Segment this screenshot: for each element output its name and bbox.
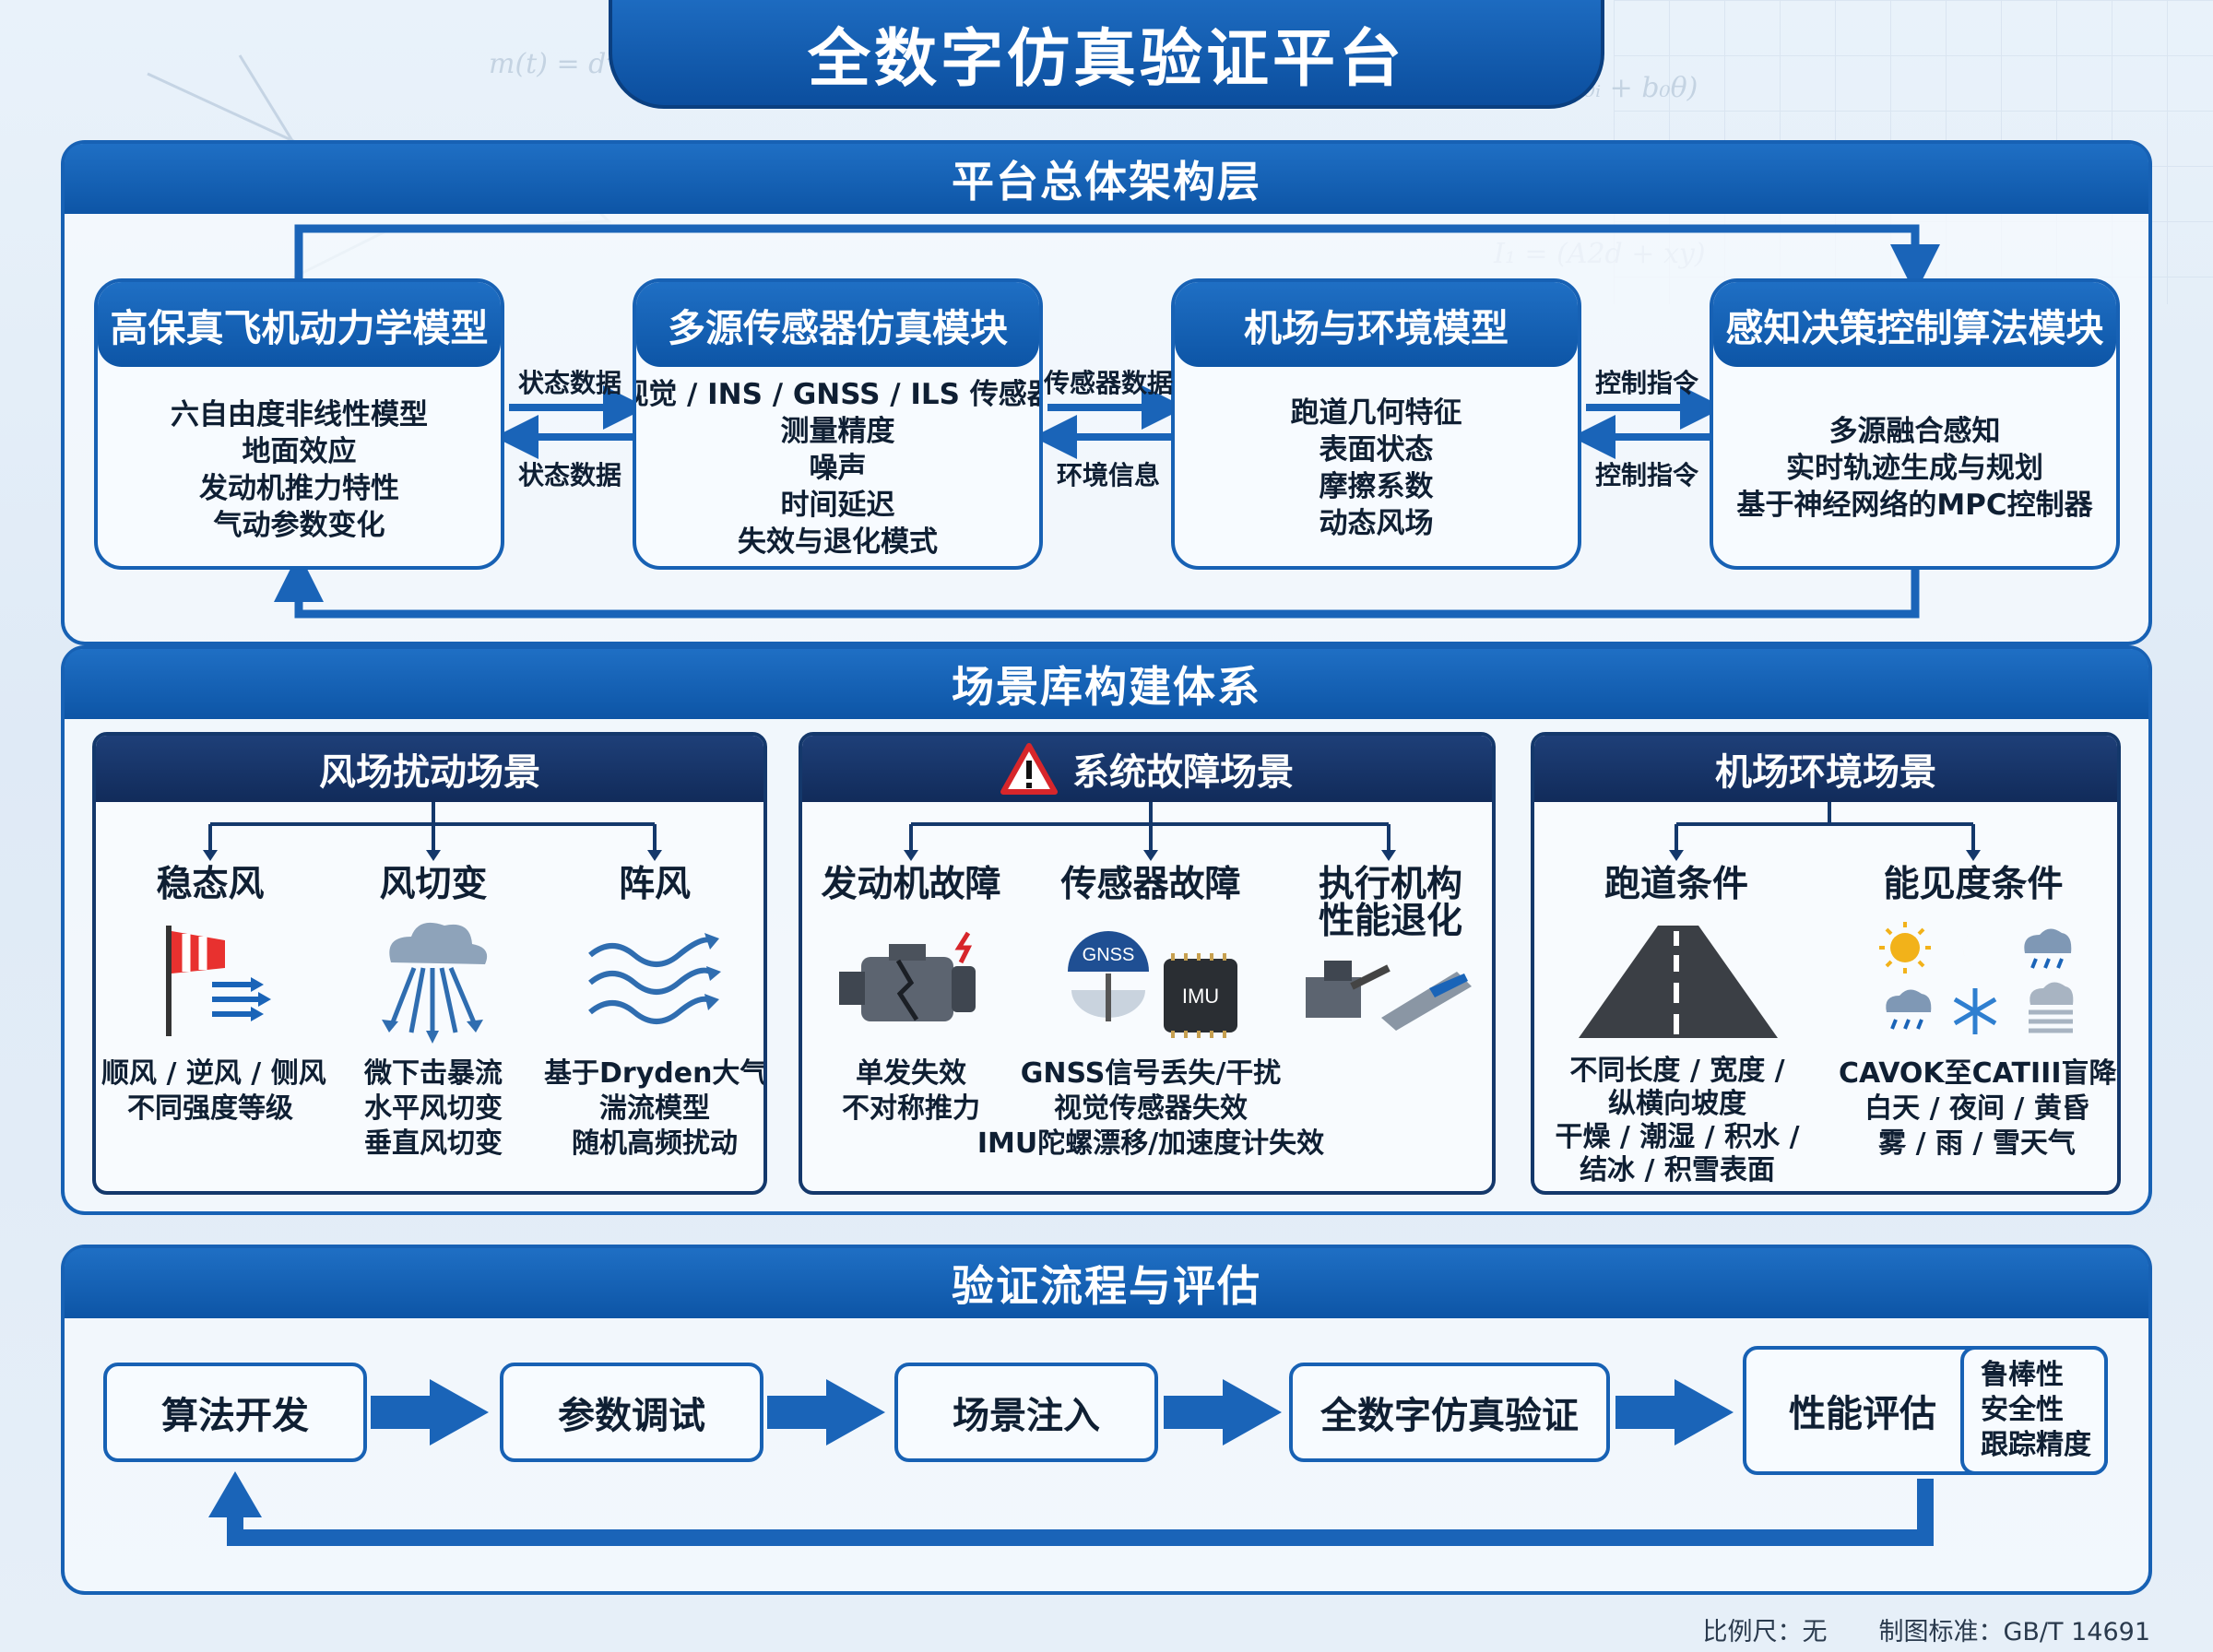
step-digital-simulation-verification: 全数字仿真验证 xyxy=(1289,1363,1610,1462)
warning-icon xyxy=(1000,743,1058,795)
metric-tracking-accuracy: 跟踪精度 xyxy=(1981,1429,2091,1461)
sun-icon xyxy=(1879,922,1931,974)
module-title: 感知决策控制算法模块 xyxy=(1725,306,2104,350)
module-item: 实时轨迹生成与规划 xyxy=(1786,452,2043,485)
wind-scenario-card: 风场扰动场景 稳态风 风切变 阵风 顺风 / 逆风 / 侧风 不同强度等级 微下… xyxy=(92,732,767,1195)
wind-tree-arrows xyxy=(203,802,662,861)
subtitle-wind-shear: 风切变 xyxy=(379,864,488,905)
airport-scenario-card: 机场环境场景 跑道条件 能见度条件 xyxy=(1531,732,2121,1195)
module-item: 动态风场 xyxy=(1319,507,1434,540)
module-perception-control: 感知决策控制算法模块 多源融合感知 实时轨迹生成与规划 基于神经网络的MPC控制… xyxy=(1710,278,2120,570)
actuator-icon xyxy=(1306,961,1472,1031)
step-scenario-injection: 场景注入 xyxy=(894,1363,1158,1462)
evaluation-metrics-box: 鲁棒性 安全性 跟踪精度 xyxy=(1960,1346,2108,1475)
page-title: 全数字仿真验证平台 xyxy=(807,22,1405,96)
arrow-label-forward: 控制指令 xyxy=(1595,368,1699,398)
gust-icon xyxy=(588,933,721,1024)
card-title: 机场环境场景 xyxy=(1715,751,1936,794)
architecture-header: 平台总体架构层 xyxy=(65,144,2148,214)
module-title: 多源传感器仿真模块 xyxy=(668,306,1008,350)
module-flight-dynamics: 高保真飞机动力学模型 六自由度非线性模型 地面效应 发动机推力特性 气动参数变化 xyxy=(94,278,504,570)
arrow-label-backward: 状态数据 xyxy=(518,460,622,490)
architecture-flow-arrows xyxy=(274,224,1940,619)
runway-conditions-description: 不同长度 / 宽度 / 纵横向坡度 干燥 / 潮湿 / 积水 / 结冰 / 积雪… xyxy=(1555,1055,1800,1186)
module-item: 基于神经网络的MPC控制器 xyxy=(1736,489,2093,522)
rain-cloud-icon xyxy=(2024,928,2072,969)
imu-label: IMU xyxy=(1182,985,1219,1008)
bottom-loop-arrow xyxy=(274,552,1920,619)
module-item: 噪声 xyxy=(809,452,867,485)
windsock-icon xyxy=(166,926,271,1036)
validation-flow-arrows xyxy=(208,1379,1934,1546)
subtitle-engine-failure: 发动机故障 xyxy=(821,864,1001,905)
standard-note: 制图标准：GB/T 14691 xyxy=(1878,1618,2150,1646)
module-item: 视觉 / INS / GNSS / ILS 传感器 xyxy=(633,378,1043,411)
wind-shear-description: 微下击暴流 水平风切变 垂直风切变 xyxy=(364,1057,503,1160)
scale-note: 比例尺：无 xyxy=(1702,1618,1828,1646)
architecture-title: 平台总体架构层 xyxy=(952,157,1261,206)
step-algorithm-development: 算法开发 xyxy=(103,1363,367,1462)
scenario-title: 场景库构建体系 xyxy=(952,662,1261,712)
validation-title: 验证流程与评估 xyxy=(952,1261,1261,1311)
module-sensor-simulation: 多源传感器仿真模块 视觉 / INS / GNSS / ILS 传感器 测量精度… xyxy=(633,278,1043,570)
engine-failure-description: 单发失效 不对称推力 xyxy=(842,1057,980,1125)
module-title: 高保真飞机动力学模型 xyxy=(110,306,489,350)
subtitle-steady-wind: 稳态风 xyxy=(156,864,265,905)
subtitle-gust: 阵风 xyxy=(618,864,691,905)
arrow-label-backward: 控制指令 xyxy=(1595,460,1699,490)
subtitle-visibility-conditions: 能见度条件 xyxy=(1883,864,2064,905)
fault-tree-arrows xyxy=(904,802,1396,861)
step-performance-evaluation: 性能评估 鲁棒性 安全性 跟踪精度 xyxy=(1743,1346,2108,1475)
sensor-failure-description: GNSS信号丢失/干扰 视觉传感器失效 IMU陀螺漂移/加速度计失效 xyxy=(976,1057,1325,1160)
arrow-label-backward: 环境信息 xyxy=(1057,460,1161,490)
subtitle-sensor-failure: 传感器故障 xyxy=(1060,864,1241,905)
visibility-conditions-description: CAVOK至CATIII盲降 白天 / 夜间 / 黄昏 雾 / 雨 / 雪天气 xyxy=(1839,1057,2117,1160)
module-item: 摩擦系数 xyxy=(1319,470,1434,503)
card-title: 风场扰动场景 xyxy=(319,751,540,794)
footer: 比例尺：无 制图标准：GB/T 14691 xyxy=(1702,1611,2150,1647)
broken-engine-icon xyxy=(839,931,976,1021)
module-item: 时间延迟 xyxy=(780,489,895,522)
module-airport-environment: 机场与环境模型 跑道几何特征 表面状态 摩擦系数 动态风场 xyxy=(1171,278,1581,570)
module-title: 机场与环境模型 xyxy=(1244,306,1509,350)
arrow-label-forward: 传感器数据 xyxy=(1044,368,1174,398)
top-loop-arrow xyxy=(294,224,1940,294)
module-item: 跑道几何特征 xyxy=(1290,396,1462,430)
module-item: 地面效应 xyxy=(242,435,357,468)
gnss-label: GNSS xyxy=(1083,945,1135,965)
fog-icon xyxy=(2029,982,2074,1033)
module-item: 表面状态 xyxy=(1319,433,1434,466)
module-item: 多源融合感知 xyxy=(1828,415,2001,448)
module-item: 发动机推力特性 xyxy=(199,472,399,505)
title-banner: 全数字仿真验证平台 xyxy=(609,0,1604,109)
subtitle-actuator-degradation: 执行机构 性能退化 xyxy=(1318,864,1462,942)
gust-description: 基于Dryden大气 湍流模型 随机高频扰动 xyxy=(544,1057,767,1160)
runway-icon xyxy=(1579,926,1778,1038)
snowflake-icon xyxy=(1953,988,1997,1034)
module-item: 失效与退化模式 xyxy=(738,525,938,559)
module-item: 气动参数变化 xyxy=(213,509,385,542)
module-item: 六自由度非线性模型 xyxy=(171,398,428,431)
gnss-imu-icon: GNSS IMU xyxy=(1068,931,1237,1038)
fault-scenario-card: 系统故障场景 发动机故障 传感器故障 执行机构 性能退化 GNSS IMU xyxy=(799,732,1496,1195)
metric-robustness: 鲁棒性 xyxy=(1981,1359,2064,1391)
moon-icon xyxy=(1962,929,1990,970)
validation-header: 验证流程与评估 xyxy=(65,1248,2148,1318)
rain-icon xyxy=(1886,989,1932,1030)
feedback-loop-arrow xyxy=(227,1479,1934,1546)
module-item: 测量精度 xyxy=(780,415,895,448)
steady-wind-description: 顺风 / 逆风 / 侧风 不同强度等级 xyxy=(101,1057,326,1125)
scenario-header: 场景库构建体系 xyxy=(65,649,2148,719)
weather-icons xyxy=(1879,922,2074,1034)
metric-safety: 安全性 xyxy=(1981,1394,2064,1426)
step-parameter-tuning: 参数调试 xyxy=(500,1363,763,1462)
airport-tree-arrows xyxy=(1669,802,1981,861)
arrow-label-forward: 状态数据 xyxy=(518,368,622,398)
downburst-cloud-icon xyxy=(382,922,488,1044)
subtitle-runway-conditions: 跑道条件 xyxy=(1604,864,1748,905)
card-title: 系统故障场景 xyxy=(1072,751,1294,794)
